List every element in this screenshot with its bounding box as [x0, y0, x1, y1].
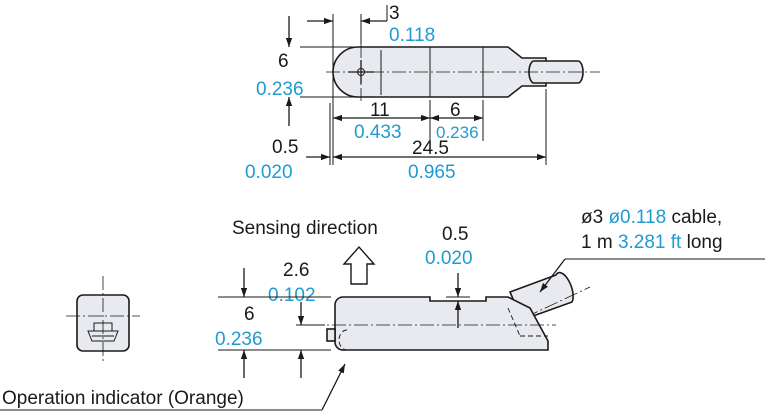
dim-245-inch: 0.965: [408, 162, 456, 183]
cable-length-label: long: [681, 232, 722, 253]
side-dim-6-mm: 6: [244, 304, 255, 325]
sensing-direction-arrow: [342, 245, 376, 285]
dim-11-mm: 11: [370, 100, 390, 121]
cable-length-m: 1 m: [581, 232, 618, 253]
operation-indicator-label: Operation indicator (Orange): [2, 388, 244, 409]
side-view-sensor-body: [334, 296, 549, 351]
cable-length-ft: 3.281 ft: [618, 232, 682, 253]
cable-spec-line2: 1 m 3.281 ft long: [581, 232, 723, 253]
side-dim-26-mm: 2.6: [283, 260, 309, 281]
sensing-direction-label: Sensing direction: [232, 218, 378, 239]
front-view: [66, 276, 140, 362]
side-dim-6-inch: 0.236: [215, 329, 263, 350]
dim-11-inch: 0.433: [354, 122, 402, 143]
cable-label: cable,: [666, 207, 722, 228]
dim-05-inch: 0.020: [245, 162, 293, 183]
side-view: Sensing direction 0.5 0.020 ø3 ø0.118 ca…: [0, 207, 765, 411]
dim-245-mm: 24.5: [412, 138, 449, 159]
dim-6-mm: 6: [278, 51, 289, 72]
dim-6b-inch: 0.236: [436, 123, 479, 142]
dim-3-mm: 3: [389, 3, 400, 24]
dim-6-inch: 0.236: [256, 79, 304, 100]
cable-diameter-inch: ø0.118: [608, 207, 666, 228]
cable-diameter-mm: ø3: [581, 207, 608, 228]
dim-6b-mm: 6: [450, 100, 461, 121]
top-view: 3 0.118 6 0.236 11 0.433 6 0.236 0.5 0.0…: [245, 3, 600, 183]
operation-indicator: [326, 328, 336, 342]
side-dim-26-inch: 0.102: [268, 285, 316, 306]
side-dim-05-mm: 0.5: [442, 224, 468, 245]
dim-3-inch: 0.118: [389, 25, 435, 46]
dim-05-mm: 0.5: [272, 137, 298, 158]
side-dim-05-inch: 0.020: [425, 248, 473, 269]
cable-spec-line1: ø3 ø0.118 cable,: [581, 207, 722, 228]
